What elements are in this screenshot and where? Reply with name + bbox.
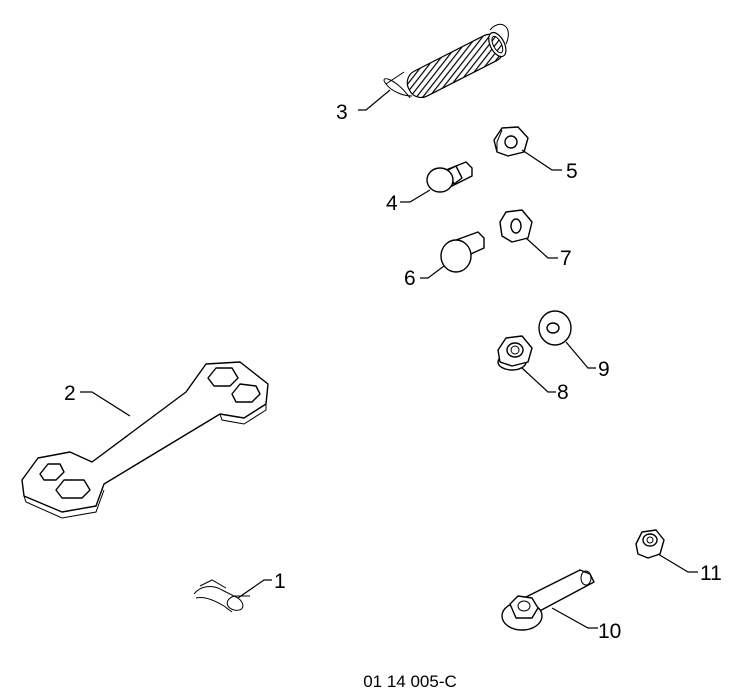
part-9-washer [538, 310, 572, 346]
part-1-clip [193, 579, 250, 613]
callout-3: 3 [336, 101, 348, 124]
part-7-nut [499, 209, 533, 243]
part-2-plate [21, 361, 269, 519]
part-8-nut [497, 335, 533, 371]
callout-5: 5 [566, 160, 578, 183]
part-6-bolt [440, 231, 485, 273]
callout-10: 10 [598, 620, 621, 643]
part-10-bolt [501, 569, 595, 631]
callout-7: 7 [560, 247, 572, 270]
figure-code: 01 14 005-C [363, 672, 457, 691]
callout-9: 9 [598, 358, 610, 381]
callout-1: 1 [274, 570, 286, 593]
callout-4: 4 [386, 192, 398, 215]
callout-8: 8 [557, 381, 569, 404]
callout-2: 2 [64, 382, 76, 405]
part-5-nut [493, 126, 529, 157]
part-3-spring [383, 23, 509, 99]
callout-6: 6 [404, 267, 416, 290]
part-11-nut [635, 529, 665, 559]
callout-11: 11 [700, 562, 722, 585]
part-4-bolt [426, 161, 473, 193]
